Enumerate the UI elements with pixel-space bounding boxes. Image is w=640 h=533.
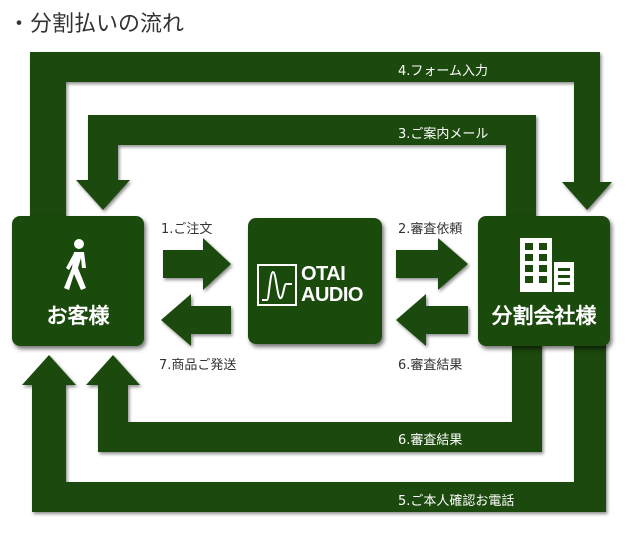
step-label-guide-mail: 3.ご案内メール [398,127,489,142]
arrow-ship [161,294,231,346]
step-label-review-request: 2.審査依頼 [398,222,463,237]
building-icon [520,238,574,292]
flow-line-review-result-bottom [86,344,542,452]
step-label-review-result: 6.審査結果 [398,358,463,373]
flow-line-identity-call [22,344,606,512]
arrow-review-request [396,238,468,290]
step-label-order: 1.ご注文 [161,222,213,237]
step-label-identity-call: 5.ご本人確認お電話 [398,494,515,509]
arrow-review-result [396,294,468,346]
flow-line-form-input [30,52,612,220]
logo-text-audio: AUDIO [301,284,363,306]
step-label-form-input: 4.フォーム入力 [398,64,489,79]
page-title: ・分割払いの流れ [8,12,185,37]
arrow-order [163,238,231,290]
step-label-review-result-bottom: 6.審査結果 [398,433,463,448]
waveform-logo-icon [257,264,297,306]
shop-logo: OTAI AUDIO [257,264,375,308]
walking-person-icon [64,239,86,290]
flow-line-guide-mail [76,115,536,220]
customer-label: お客様 [46,304,110,328]
finance-company-node: 分割会社様 [478,216,610,346]
logo-text-otai: OTAI [301,263,346,285]
step-label-ship: 7.商品ご発送 [159,358,237,373]
finance-company-label: 分割会社様 [491,304,597,328]
customer-node: お客様 [12,216,144,346]
